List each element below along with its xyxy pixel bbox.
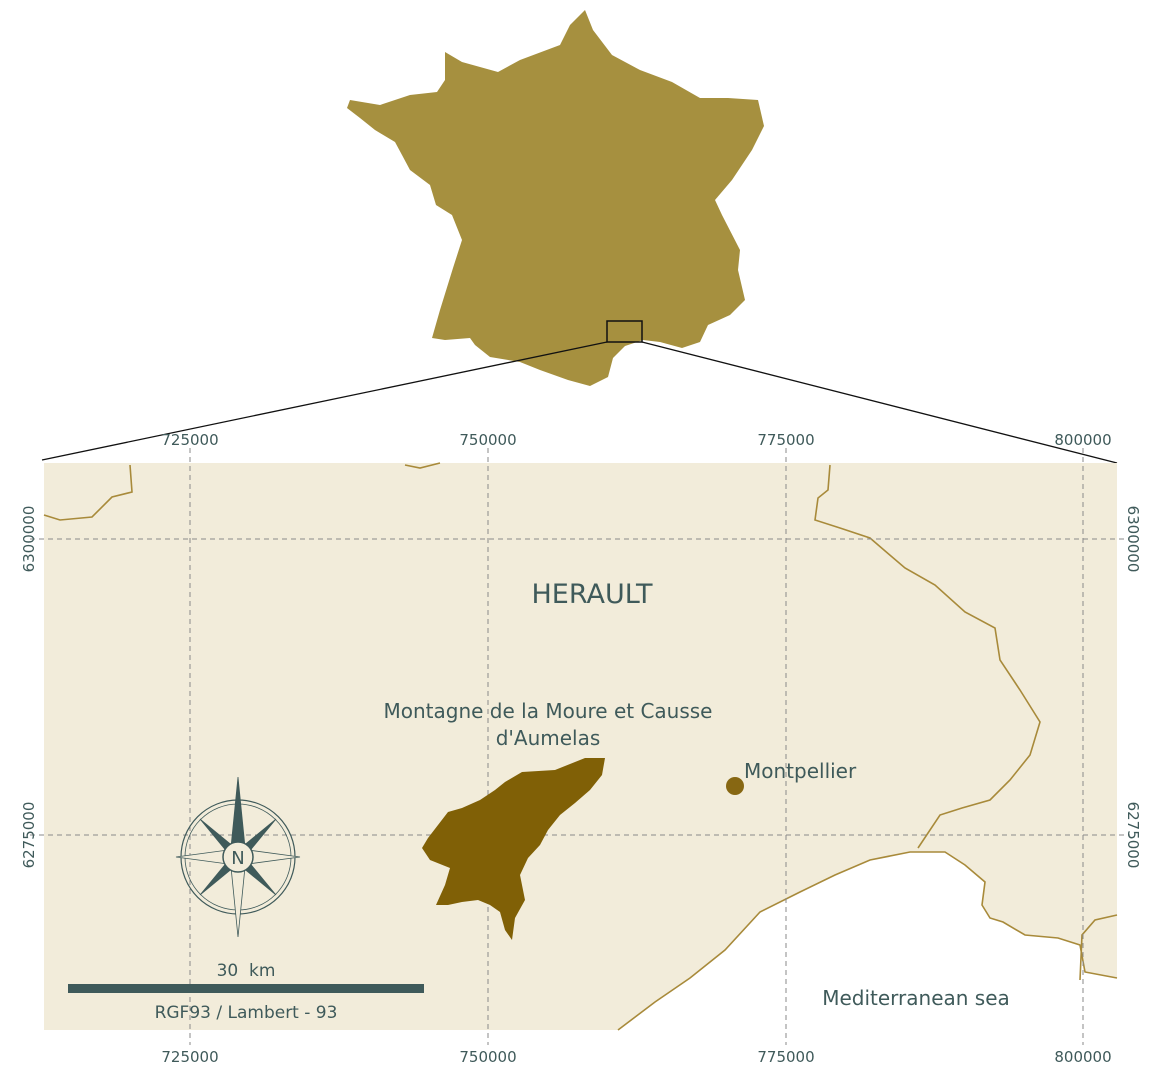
boundary-east: [814, 464, 1041, 849]
city-label: Montpellier: [744, 759, 857, 783]
x-tick-bottom-725000: 725000: [161, 1048, 218, 1066]
compass-rose-icon: N: [175, 776, 301, 938]
x-tick-bottom-750000: 750000: [459, 1048, 516, 1066]
x-tick-labels-bottom: 725000 750000 775000 800000: [161, 1048, 1111, 1066]
projection-label: RGF93 / Lambert - 93: [155, 1003, 338, 1023]
france-overview: [41, 10, 1118, 464]
zoom-connector-left: [41, 341, 608, 461]
scale-bar-line: [68, 984, 424, 993]
x-tick-top-725000: 725000: [161, 431, 218, 449]
boundary-northwest: [43, 464, 133, 521]
boundary-southeast: [1079, 914, 1118, 981]
sea-label: Mediterranean sea: [822, 986, 1010, 1010]
site-label-line2: d'Aumelas: [496, 726, 601, 750]
x-tick-top-750000: 750000: [459, 431, 516, 449]
site-label-line1: Montagne de la Moure et Causse: [384, 699, 713, 723]
coastline: [617, 851, 1118, 1031]
x-tick-top-800000: 800000: [1054, 431, 1111, 449]
compass-north-letter: N: [231, 848, 244, 869]
scale-distance-label: 30 km: [217, 961, 276, 981]
france-silhouette: [347, 10, 764, 386]
study-site-polygon: [422, 758, 605, 940]
y-tick-right-6275000: 6275000: [1124, 802, 1142, 869]
sea-area: [618, 852, 1117, 1030]
x-tick-top-775000: 775000: [757, 431, 814, 449]
scale-bar: 30 km RGF93 / Lambert - 93: [68, 961, 424, 1023]
detail-map: 725000 750000 775000 800000 725000 75000…: [20, 431, 1142, 1066]
montpellier-point: [726, 777, 744, 795]
x-tick-bottom-775000: 775000: [757, 1048, 814, 1066]
y-tick-left-6300000: 6300000: [20, 506, 38, 573]
department-label: HERAULT: [531, 579, 653, 610]
y-tick-left-6275000: 6275000: [20, 802, 38, 869]
boundary-north-small: [404, 462, 441, 469]
x-tick-bottom-800000: 800000: [1054, 1048, 1111, 1066]
grid-lines: [30, 448, 1130, 1045]
y-tick-labels-right: 6300000 6275000: [1124, 506, 1142, 869]
y-tick-labels-left: 6300000 6275000: [20, 506, 38, 869]
x-tick-labels-top: 725000 750000 775000 800000: [161, 431, 1111, 449]
y-tick-right-6300000: 6300000: [1124, 506, 1142, 573]
zoom-extent-box: [606, 320, 643, 343]
zoom-connector-right: [641, 341, 1118, 464]
